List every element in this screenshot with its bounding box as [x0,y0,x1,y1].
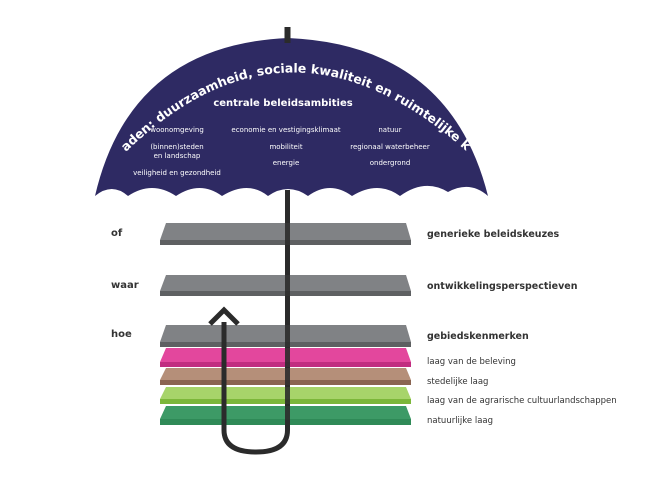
layer-label-stedelijk: stedelijke laag [427,377,488,387]
question-of: of [111,228,123,239]
ambition-mobiliteit: mobiliteit [269,143,302,151]
umbrella-tip [284,27,291,43]
ambitions-heading: centrale beleidsambities [213,98,352,109]
umbrella-canopy [95,38,488,196]
layer-label-natuurlijk: natuurlijke laag [427,416,493,426]
level-ontwikkelingsperspectieven: ontwikkelingsperspectieven [427,281,578,292]
ambition-energie: energie [273,159,300,167]
ambition-economie: economie en vestigingsklimaat [231,126,340,134]
arrow-up-icon [208,306,240,326]
ambition-waterbeheer: regionaal waterbeheer [350,143,430,151]
level-gebiedskenmerken: gebiedskenmerken [427,331,529,342]
question-waar: waar [111,280,139,291]
level-generieke-beleidskeuzes: generieke beleidskeuzes [427,229,560,240]
ambition-veiligheid: veiligheid en gezondheid [133,169,221,177]
ambition-landschap: en landschap [154,152,201,160]
question-hoe: hoe [111,329,132,340]
ambition-woonomgeving: woonomgeving [150,126,204,134]
layer-label-agrarisch: laag van de agrarische cultuurlandschapp… [427,396,617,406]
ambition-ondergrond: ondergrond [370,159,411,167]
ambition-natuur: natuur [378,126,401,134]
umbrella-handle [221,322,290,455]
layer-label-beleving: laag van de beleving [427,357,516,367]
ambition-binnensteden: (binnen)steden [150,143,203,151]
